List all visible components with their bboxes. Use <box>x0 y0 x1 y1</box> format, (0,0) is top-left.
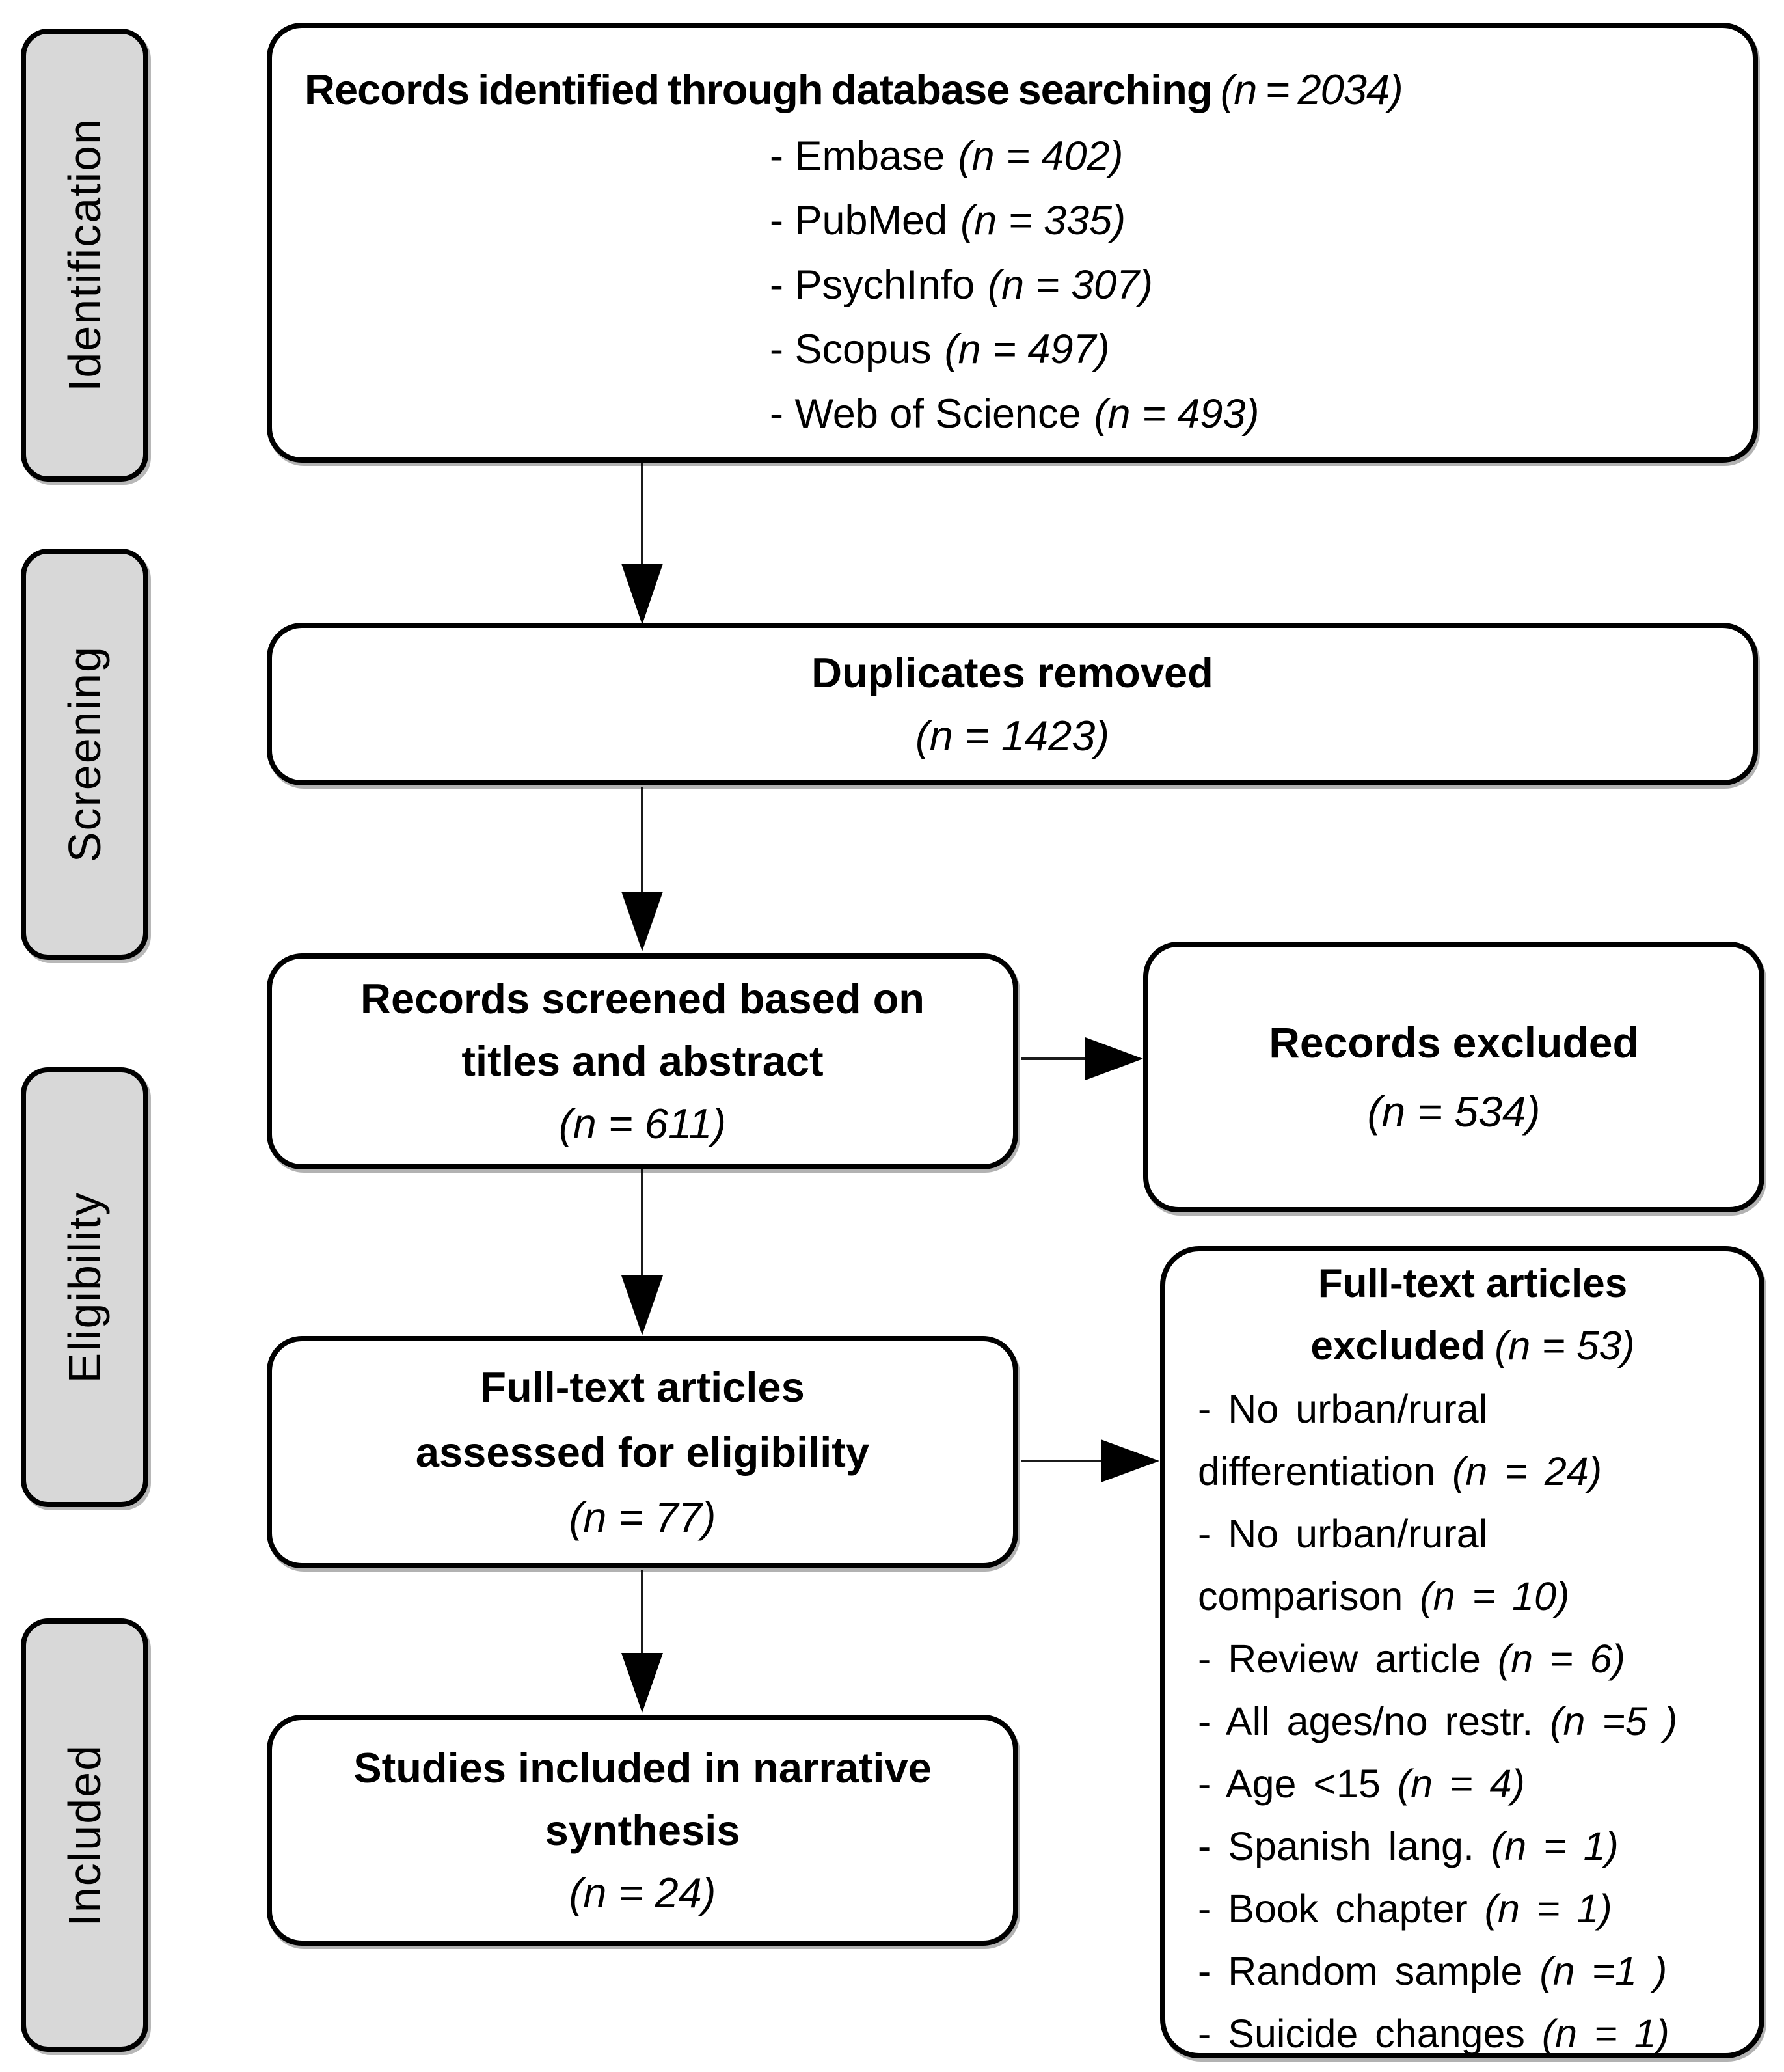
reason-count: (n = 1) <box>1541 2011 1669 2056</box>
box-title-line1: Studies included in narrative <box>353 1743 932 1792</box>
reason-text: - Review article <box>1198 1637 1498 1681</box>
stage-label-included: Included <box>21 1618 148 2052</box>
list-item: - Embase (n = 402) <box>770 124 1733 189</box>
list-item: - Scopus (n = 497) <box>770 318 1733 382</box>
box-studies-included: Studies included in narrative synthesis … <box>267 1715 1018 1946</box>
arrow-identified-to-duplicates <box>621 463 663 625</box>
box-count: (n = 24) <box>569 1868 716 1916</box>
reason-count: (n = 6) <box>1497 1637 1625 1681</box>
reason-line: - No urban/rural <box>1198 1503 1748 1565</box>
arrow-fulltext-to-included <box>621 1570 663 1713</box>
box-title-line: Records identified through database sear… <box>304 61 1733 119</box>
source-count: (n = 497) <box>944 327 1110 372</box>
arrow-screened-to-fulltext <box>621 1169 663 1335</box>
box-count: (n = 53) <box>1494 1324 1635 1369</box>
reason-text: - Book chapter <box>1198 1887 1485 1931</box>
box-title-line2: excluded(n = 53) <box>1198 1315 1748 1378</box>
stage-label-identification: Identification <box>21 29 148 482</box>
box-count: (n = 77) <box>569 1493 716 1541</box>
source-label: - Embase <box>770 133 945 179</box>
source-count: (n = 402) <box>958 133 1124 179</box>
box-title: Records excluded <box>1269 1018 1639 1067</box>
reason-line: - Random sample (n =1 ) <box>1198 1940 1748 2002</box>
box-title-line1: Full-text articles <box>480 1363 805 1411</box>
stage-text: Screening <box>59 646 110 863</box>
box-title-line2: synthesis <box>545 1806 740 1854</box>
reason-text: - Spanish lang. <box>1198 1824 1491 1868</box>
reason-count: (n = 10) <box>1420 1574 1570 1618</box>
reason-text: - All ages/no restr. <box>1198 1699 1550 1743</box>
source-label: - PsychInfo <box>770 262 975 308</box>
list-item: - PubMed (n = 335) <box>770 189 1733 253</box>
reason-line: - Spanish lang. (n = 1) <box>1198 1815 1748 1877</box>
box-duplicates-removed: Duplicates removed (n = 1423) <box>267 623 1758 785</box>
box-records-identified: Records identified through database sear… <box>267 23 1758 463</box>
source-count: (n = 335) <box>960 198 1126 243</box>
reason-count: (n =1 ) <box>1539 1949 1668 1993</box>
box-title: Duplicates removed <box>811 649 1213 696</box>
reason-text: - No urban/rural <box>1198 1387 1488 1431</box>
reason-text: differentiation <box>1198 1449 1453 1493</box>
reason-line: - All ages/no restr. (n =5 ) <box>1198 1690 1748 1752</box>
reason-text: - No urban/rural <box>1198 1512 1488 1556</box>
reason-count: (n = 24) <box>1452 1449 1602 1493</box>
source-label: - Scopus <box>770 327 932 372</box>
box-count: (n = 611) <box>558 1100 727 1147</box>
reason-count: (n =5 ) <box>1550 1699 1678 1743</box>
source-label: - Web of Science <box>770 391 1081 437</box>
reason-line: - Age <15 (n = 4) <box>1198 1752 1748 1815</box>
box-count: (n = 534) <box>1367 1087 1541 1136</box>
stage-label-eligibility: Eligibility <box>21 1067 148 1507</box>
stage-label-screening: Screening <box>21 549 148 960</box>
exclusion-reason-list: - No urban/rural differentiation (n = 24… <box>1198 1378 1748 2065</box>
reason-line: comparison (n = 10) <box>1198 1565 1748 1628</box>
arrow-fulltext-to-fulltext-excluded <box>1021 1439 1159 1482</box>
arrow-screened-to-records-excluded <box>1021 1037 1143 1080</box>
reason-text: - Random sample <box>1198 1949 1540 1993</box>
box-title-line1: Full-text articles <box>1318 1261 1628 1306</box>
box-records-screened: Records screened based on titles and abs… <box>267 953 1018 1169</box>
reason-line: - Suicide changes (n = 1) <box>1198 2002 1748 2065</box>
reason-line: - Review article (n = 6) <box>1198 1628 1748 1690</box>
box-title-line2: titles and abstract <box>461 1037 824 1085</box>
arrow-duplicates-to-screened <box>621 787 663 951</box>
list-item: - Web of Science (n = 493) <box>770 382 1733 446</box>
box-title: Records identified through database sear… <box>304 66 1213 113</box>
box-records-excluded: Records excluded (n = 534) <box>1143 942 1764 1212</box>
reason-text: - Suicide changes <box>1198 2011 1542 2056</box>
stage-text: Identification <box>59 118 110 392</box>
reason-count: (n = 1) <box>1491 1824 1619 1868</box>
reason-line: differentiation (n = 24) <box>1198 1440 1748 1503</box>
box-count: (n = 2034) <box>1220 66 1403 113</box>
list-item: - PsychInfo (n = 307) <box>770 253 1733 318</box>
box-title-line2: assessed for eligibility <box>415 1428 870 1476</box>
box-title-text: excluded <box>1310 1324 1486 1369</box>
source-count: (n = 307) <box>988 262 1154 308</box>
box-title-line1: Records screened based on <box>360 975 925 1022</box>
box-fulltext-excluded: Full-text articles excluded(n = 53) - No… <box>1160 1246 1764 2058</box>
stage-text: Eligibility <box>59 1191 110 1384</box>
reason-text: comparison <box>1198 1574 1420 1618</box>
reason-count: (n = 1) <box>1484 1887 1612 1931</box>
reason-text: - Age <15 <box>1198 1762 1398 1806</box>
box-fulltext-assessed: Full-text articles assessed for eligibil… <box>267 1336 1018 1568</box>
reason-count: (n = 4) <box>1397 1762 1525 1806</box>
database-source-list: - Embase (n = 402) - PubMed (n = 335) - Ps… <box>770 124 1733 446</box>
source-label: - PubMed <box>770 198 948 243</box>
box-count: (n = 1423) <box>915 712 1110 759</box>
reason-line: - Book chapter (n = 1) <box>1198 1877 1748 1940</box>
stage-text: Included <box>59 1743 110 1927</box>
source-count: (n = 493) <box>1094 391 1260 437</box>
reason-line: - No urban/rural <box>1198 1378 1748 1440</box>
